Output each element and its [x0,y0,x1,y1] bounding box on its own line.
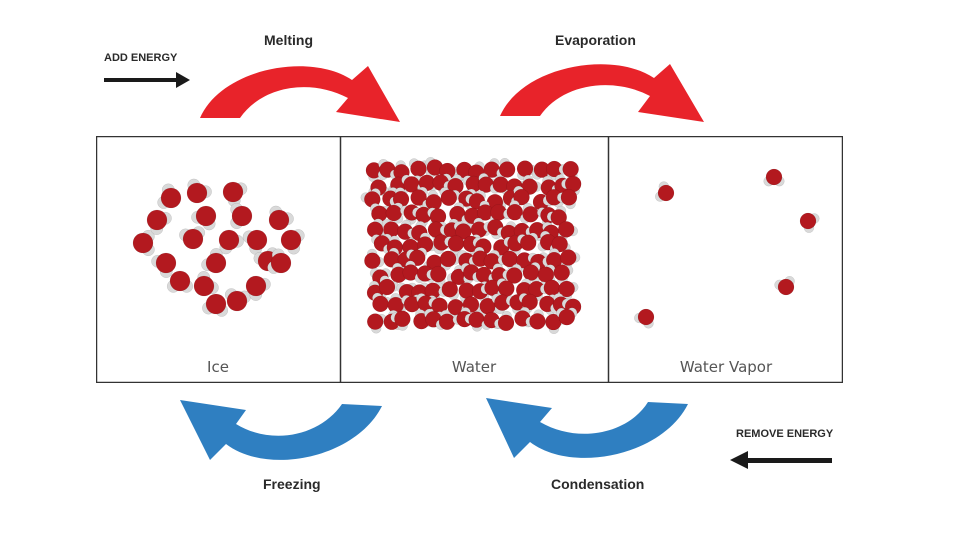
evaporation-label: Evaporation [555,32,636,48]
add-energy-arrow-icon [104,72,190,88]
condensation-label: Condensation [551,476,645,492]
state-label-vapor: Water Vapor [680,358,773,376]
add-energy-label: ADD ENERGY [104,52,178,64]
remove-energy-label: REMOVE ENERGY [736,428,834,440]
freezing-label: Freezing [263,476,321,492]
state-label-water: Water [452,358,497,376]
condensation-arrow-icon [486,398,688,458]
evaporation-arrow-icon [500,64,704,122]
remove-energy-arrow-icon [730,451,832,469]
ice-molecules-image [132,178,305,317]
freezing-arrow-icon [180,400,382,460]
vapor-molecules-image [634,168,820,329]
water-molecules-image [360,156,582,335]
state-label-ice: Ice [207,358,229,376]
melting-arrow-icon [200,66,400,122]
states-panel: Ice Water Water Vapor [96,136,843,383]
melting-label: Melting [264,32,313,48]
